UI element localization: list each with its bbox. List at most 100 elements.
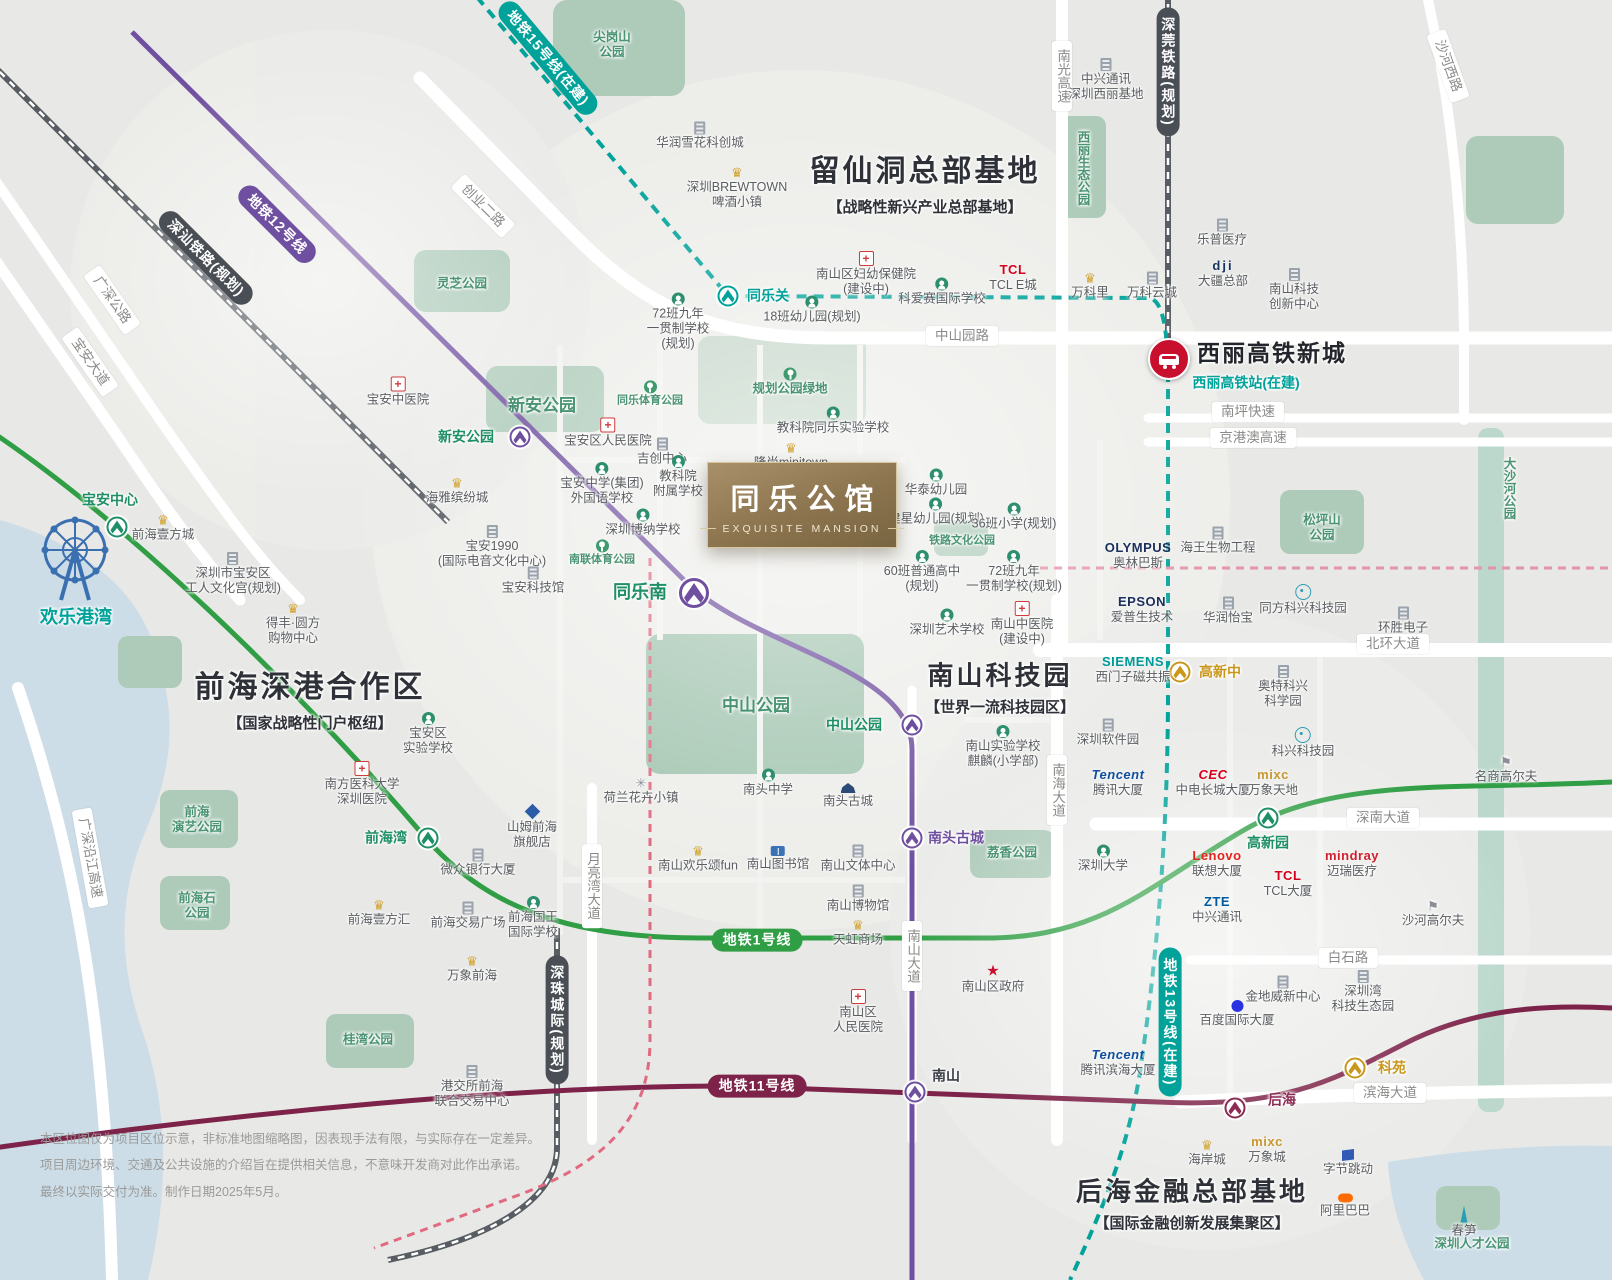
poi-label-golf: 沙河高尔夫 (1402, 900, 1465, 929)
park-label-railway-culture: 铁路文化公园 (929, 534, 995, 547)
school-icon (671, 292, 685, 306)
company-label-mixc-world: mixc 万象天地 (1247, 766, 1299, 798)
road-label: 沙河西路 (1426, 28, 1470, 104)
metro-station-icon (901, 827, 923, 849)
park-qianhai-yanyi (160, 790, 238, 848)
poi-label-nantou-ancient-city: 南头古城 (823, 783, 873, 809)
school-icon (1007, 502, 1021, 516)
district-title-nanshan-tech: 南山科技园 (927, 660, 1073, 691)
sams-icon (524, 803, 540, 820)
metro-line-12-badge: 地铁12号线 (233, 180, 321, 268)
school-icon (996, 725, 1010, 738)
station-zhongshan-park (901, 714, 923, 736)
atom-icon (1294, 584, 1311, 600)
mall-icon (852, 919, 864, 932)
alibaba-icon (1337, 1193, 1353, 1203)
tower-icon (1460, 1205, 1468, 1223)
building-icon (527, 566, 539, 580)
gate-icon (840, 783, 856, 793)
poi-label: 同方科兴科技园 (1259, 584, 1347, 616)
mall-icon (1084, 272, 1096, 285)
park-harbor (118, 636, 182, 688)
station-keyuan (1344, 1057, 1366, 1079)
park-label-lixiang: 荔香公园 (986, 845, 1038, 860)
shenzhu-intercity-badge: 深珠城际(规划) (545, 955, 569, 1085)
school-icon (421, 712, 435, 725)
company-label-mindray: mindray 迈瑞医疗 (1324, 847, 1380, 879)
park-label-dashahe: 大沙河公园 (1501, 456, 1516, 520)
station-label-qianhai-bay: 前海湾 (365, 829, 407, 846)
poi-label: 南山文体中心 (820, 844, 896, 874)
park-label-xinan: 新安公园 (508, 395, 576, 415)
road-label: 广深沿江高速 (71, 807, 109, 909)
station-label-gaoxin-park: 高新园 (1247, 834, 1289, 851)
road-label: 广深公路 (83, 264, 141, 336)
road-label: 南坪快速 (1212, 401, 1284, 423)
building-icon (1277, 665, 1289, 678)
school-label: 教科院同乐实验学校 (777, 406, 889, 436)
park-label-nanlian-sports: 南联体育公园 (569, 539, 635, 566)
hsr-station-label: 西丽高铁站(在建) (1192, 374, 1300, 391)
school-label: 36班小学(规划) (972, 502, 1056, 532)
school-label: 宝安中学(集团) 外国语学校 (560, 462, 644, 506)
poi-label-baidu: 百度国际大厦 (1199, 1000, 1275, 1028)
school-icon (935, 277, 949, 291)
school-icon (826, 406, 840, 420)
poi-label: 南山博物馆 (827, 884, 889, 914)
poi-label: 天虹商场 (833, 919, 883, 948)
poi-label: 万科里 (1071, 272, 1109, 301)
road-label: 月亮湾大道 (581, 844, 603, 928)
park-jiangangshan (553, 0, 685, 96)
station-label-baoan-center: 宝安中心 (82, 491, 138, 508)
hospital-icon (850, 989, 866, 1004)
park-label-lingzhi: 灵芝公园 (436, 276, 488, 291)
poi-label: 得丰·圆方 购物中心 (266, 602, 320, 646)
disclaimer-line: 项目周边环境、交通及公共设施的介绍旨在提供相关信息，不意味开发商对此作出承诺。 (40, 1158, 528, 1173)
golf-icon (1427, 900, 1439, 913)
park-northeast (1466, 136, 1564, 224)
metro-station-icon (1257, 807, 1279, 829)
district-subtitle-nanshan-tech: 【世界一流科技园区】 (924, 699, 1076, 716)
mall-icon (731, 166, 743, 179)
station-label-nanshan: 南山 (932, 1067, 960, 1084)
mall-icon (1201, 1139, 1213, 1152)
poi-label: 环胜电子 (1378, 606, 1428, 636)
metro-station-icon (1344, 1057, 1366, 1079)
hsr-station-icon (1148, 338, 1190, 380)
map-disclaimer: 本区位图仅为项目区位示意，非标准地图缩略图，因表现手法有限，与实际存在一定差异。… (40, 1126, 540, 1205)
hospital-icon (390, 376, 406, 392)
company-label-alibaba: 阿里巴巴 (1320, 1193, 1370, 1219)
school-label: 深圳博纳学校 (605, 508, 681, 538)
hospital-icon (1014, 601, 1030, 616)
poi-label: 深圳软件园 (1077, 718, 1139, 748)
road-label: 白石路 (1318, 947, 1378, 969)
school-label: 教科院 附属学校 (653, 455, 703, 499)
company-label-tencent: Tencent 腾讯大厦 (1091, 766, 1145, 798)
district-subtitle-houhai: 【国际金融创新发展集聚区】 (1094, 1215, 1290, 1232)
building-icon (1357, 970, 1369, 983)
road-label: 南海大道 (1046, 755, 1068, 825)
park-songpingshan (1280, 490, 1364, 554)
poi-label: 前海壹方汇 (348, 899, 411, 928)
mall-icon (451, 477, 463, 490)
disclaimer-line: 最终以实际交付为准。制作日期2025年5月。 (40, 1184, 288, 1199)
district-title-liuxiandong: 留仙洞总部基地 (809, 155, 1041, 188)
school-icon (805, 295, 819, 309)
station-xinan-park (509, 426, 531, 448)
station-label-zhongshan-park: 中山公园 (826, 716, 882, 733)
poi-label: 华润怡宝 (1203, 596, 1253, 626)
station-nantou-ancient-city (901, 827, 923, 849)
metro-station-icon (106, 516, 128, 538)
station-houhai (1224, 1097, 1246, 1119)
station-baoan-center (106, 516, 128, 538)
poi-label-government: 南山区政府 (962, 964, 1025, 995)
poi-label: 万科云城 (1127, 271, 1177, 301)
station-gaoxin-park (1257, 807, 1279, 829)
park-label-planned-green: 规划公园绿地 (752, 367, 828, 397)
school-label: 深圳艺术学校 (909, 608, 985, 638)
poi-label: 前海壹方城 (132, 514, 195, 543)
metro-station-icon (1169, 661, 1191, 683)
road-label: 滨海大道 (1354, 1082, 1426, 1104)
poi-label: 中兴通讯 深圳西丽基地 (1068, 58, 1144, 102)
station-label-xinan-park: 新安公园 (438, 428, 494, 445)
